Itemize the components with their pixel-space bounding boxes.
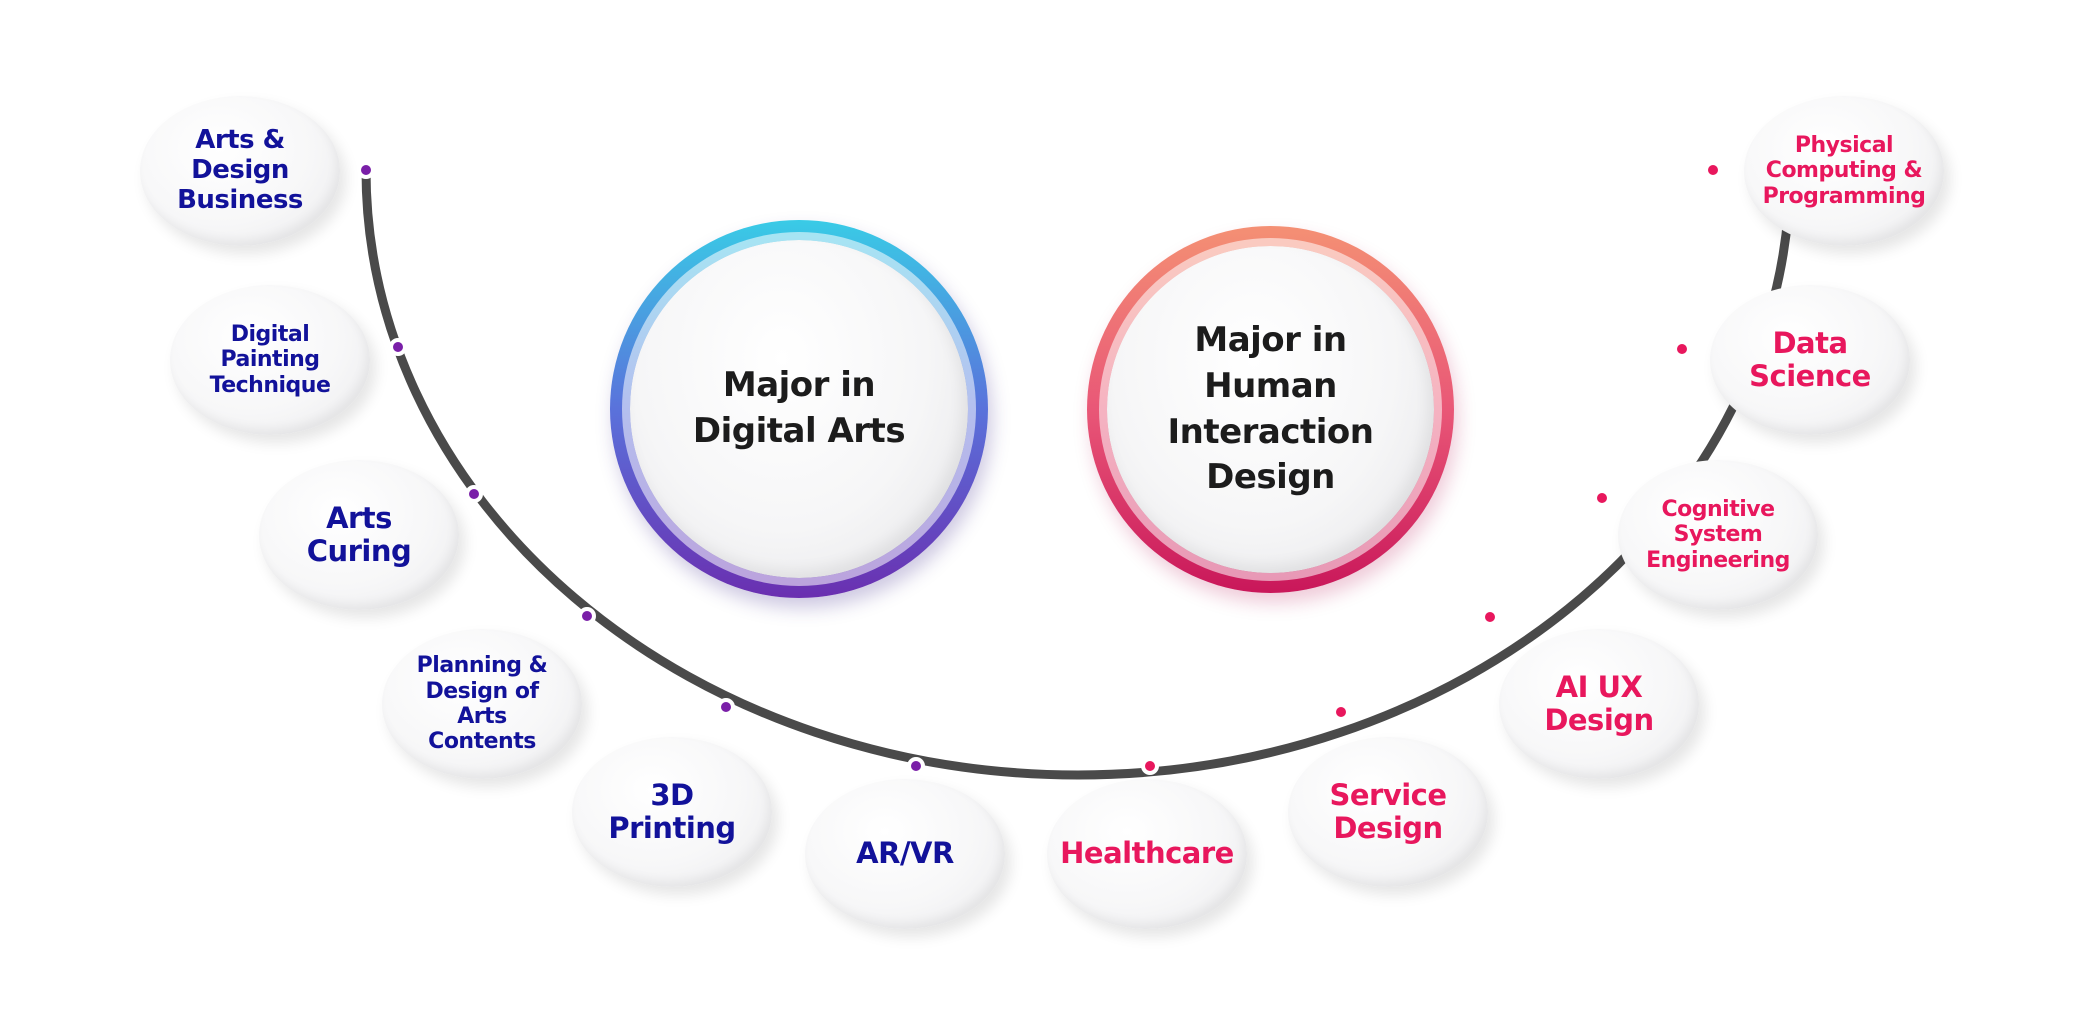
arc-node-dot: [1593, 489, 1611, 507]
topic-healthcare: Healthcare: [1047, 779, 1247, 929]
arc-node-dot: [578, 607, 596, 625]
topic-physical-computing-programming: Physical Computing & Programming: [1744, 96, 1944, 246]
topic-digital-painting-technique: Digital Painting Technique: [170, 285, 370, 435]
topic-planning-design-arts-contents: Planning & Design of Arts Contents: [382, 629, 582, 779]
arc-node-dot: [1332, 703, 1350, 721]
arc-node-dot: [907, 757, 925, 775]
arc-node-dot: [357, 161, 375, 179]
arc-node-dot: [389, 338, 407, 356]
topic-cognitive-system-engineering: Cognitive System Engineering: [1618, 460, 1818, 610]
arc-node-dot: [1481, 608, 1499, 626]
major-da-line1: Major in: [722, 365, 876, 406]
major-digital-arts: Major in Digital Arts: [610, 220, 988, 598]
arc-node-dot: [465, 485, 483, 503]
major-da-line2: Digital Arts: [692, 411, 906, 451]
topic-arts-curing: Arts Curing: [259, 460, 459, 610]
major-hid-line3: Design: [1206, 457, 1335, 498]
major-hid-line2: Human Interaction: [1167, 365, 1374, 452]
topic-service-design: Service Design: [1288, 737, 1488, 887]
arc-node-dot: [1141, 757, 1159, 775]
topic-ar-vr: AR/VR: [805, 779, 1005, 929]
topic-arts-design-business: Arts & Design Business: [140, 96, 340, 246]
major-digital-arts-label: Major in Digital Arts: [630, 240, 968, 578]
arc-node-dot: [1673, 340, 1691, 358]
topic-ai-ux-design: AI UX Design: [1499, 629, 1699, 779]
major-hid-line1: Major in: [1194, 319, 1347, 360]
arc-node-dot: [717, 698, 735, 716]
arc-node-dot: [1704, 161, 1722, 179]
topic-data-science: Data Science: [1710, 285, 1910, 435]
topic-3d-printing: 3D Printing: [572, 737, 772, 887]
